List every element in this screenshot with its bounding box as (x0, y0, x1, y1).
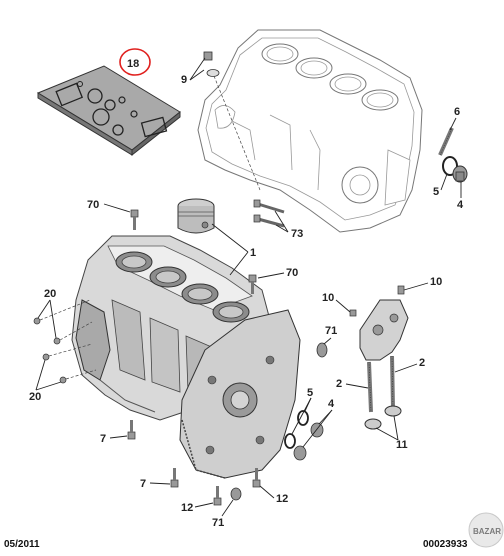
seal-5-lower-illustration (284, 410, 309, 449)
callout-7-upper: 7 (100, 433, 106, 445)
bolts-73-illustration (253, 199, 285, 228)
diagram-reference: 00023933 (423, 539, 468, 550)
callout-12-right: 12 (276, 493, 288, 505)
plug-71-lower-illustration (230, 487, 242, 501)
date-code: 05/2011 (4, 539, 40, 550)
callout-11: 11 (396, 439, 408, 451)
callout-10-right: 10 (430, 276, 442, 288)
bolts-20-illustration (33, 317, 67, 384)
callout-20-lower: 20 (29, 391, 41, 403)
callout-70-left: 70 (87, 199, 99, 211)
callout-71-right: 71 (325, 325, 337, 337)
top-engine-block-illustration (197, 29, 423, 233)
main-engine-block-illustration (71, 235, 301, 479)
callout-4-lower: 4 (328, 398, 335, 410)
bolt-70-right-illustration (248, 274, 257, 294)
bolts-7-illustration (127, 420, 179, 488)
callout-4-top: 4 (457, 199, 464, 211)
bolt-9-illustration (203, 51, 220, 77)
callout-20-upper: 20 (44, 288, 56, 300)
plug-4-illustration (452, 165, 468, 183)
callout-5-lower: 5 (307, 387, 313, 399)
bazar-logo-text: BAZAR (473, 527, 501, 536)
callout-7-lower: 7 (140, 478, 146, 490)
bracket-assembly-illustration (349, 285, 409, 430)
piston-illustration (177, 198, 215, 234)
bolt-70-left-illustration (130, 209, 139, 230)
callout-12-lower: 12 (181, 502, 193, 514)
callout-71-lower: 71 (212, 517, 224, 529)
watermark-text: regalauto (6, 27, 74, 44)
bazar-logo: BAZAR (468, 512, 504, 548)
callout-10-left: 10 (322, 292, 334, 304)
stud-6-illustration (438, 127, 454, 156)
callout-70-right: 70 (286, 267, 298, 279)
callout-6: 6 (454, 106, 460, 118)
plug-71-right-illustration (316, 342, 328, 358)
callout-5-top: 5 (433, 186, 439, 198)
gasket-set-illustration (36, 65, 181, 157)
bolts-12-illustration (213, 468, 261, 506)
callout-9: 9 (181, 74, 187, 86)
callout-2-left: 2 (336, 378, 342, 390)
callout-2-right: 2 (419, 357, 425, 369)
callout-1: 1 (250, 247, 256, 259)
callout-73: 73 (291, 228, 303, 240)
plug-4-lower-illustration (293, 422, 324, 461)
callout-18: 18 (127, 58, 139, 70)
highlight-circle (119, 48, 151, 76)
